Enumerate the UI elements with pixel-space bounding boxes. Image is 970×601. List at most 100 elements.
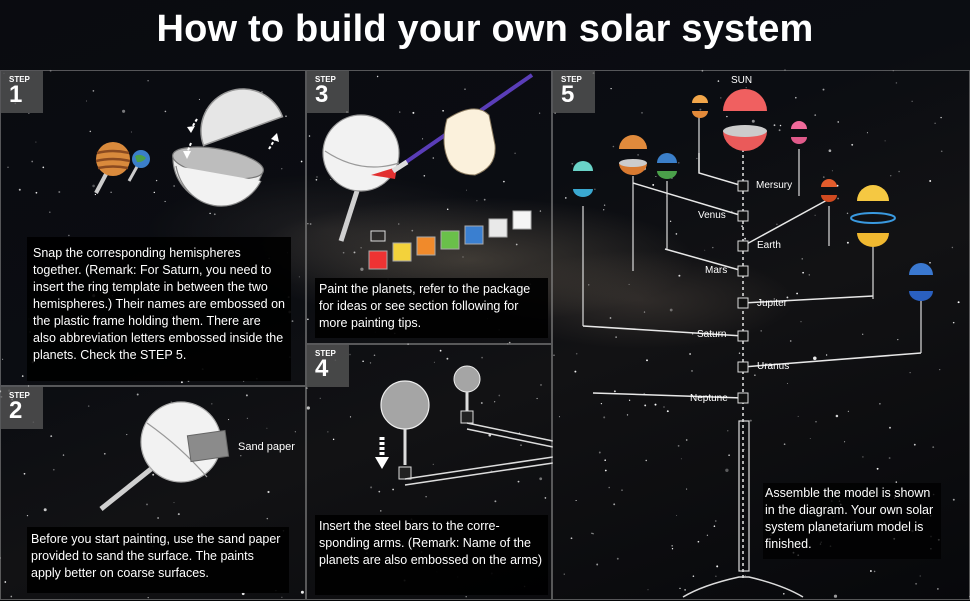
star xyxy=(126,434,128,436)
star xyxy=(155,179,158,182)
star xyxy=(306,406,310,410)
star xyxy=(285,115,287,118)
star xyxy=(897,338,899,341)
star xyxy=(717,80,720,82)
star xyxy=(932,446,935,448)
star xyxy=(809,437,811,440)
star xyxy=(831,170,833,172)
uranus-icon xyxy=(573,161,593,197)
star xyxy=(464,88,466,90)
paint-jars xyxy=(368,210,532,270)
star xyxy=(62,454,65,456)
star xyxy=(433,361,435,363)
star xyxy=(837,121,839,123)
star xyxy=(699,108,702,111)
star xyxy=(92,90,95,92)
star xyxy=(715,575,717,577)
star xyxy=(157,517,160,519)
star xyxy=(919,575,921,577)
star xyxy=(446,208,449,211)
star xyxy=(307,318,309,321)
star xyxy=(58,191,61,193)
star xyxy=(647,589,649,591)
star xyxy=(697,540,700,543)
star xyxy=(869,570,872,572)
star xyxy=(432,157,435,159)
star xyxy=(373,354,376,357)
earth-icon xyxy=(657,153,677,179)
star xyxy=(678,274,681,277)
star xyxy=(353,251,356,254)
hand-icon xyxy=(443,108,496,176)
star xyxy=(483,198,486,201)
star xyxy=(915,582,918,585)
star xyxy=(412,111,415,114)
step-3-caption: Paint the planets, refer to the package … xyxy=(315,278,548,338)
star xyxy=(608,486,610,489)
star xyxy=(211,403,213,405)
star xyxy=(645,459,647,462)
star xyxy=(754,374,756,376)
star xyxy=(743,448,745,450)
star xyxy=(776,223,778,226)
star xyxy=(575,499,577,502)
star xyxy=(789,340,792,342)
star xyxy=(316,176,318,178)
star xyxy=(686,488,688,490)
star xyxy=(147,79,149,82)
star xyxy=(814,114,817,116)
star xyxy=(677,161,680,164)
star xyxy=(177,513,180,516)
step-4-label: STEP xyxy=(315,349,336,358)
label-mars: Mars xyxy=(705,265,728,276)
star xyxy=(209,212,211,215)
star xyxy=(610,87,612,90)
star xyxy=(613,390,616,393)
label-sun: SUN xyxy=(731,75,753,86)
star xyxy=(432,463,434,466)
star xyxy=(643,311,646,313)
star xyxy=(442,109,444,112)
star xyxy=(888,457,891,459)
star xyxy=(669,308,673,312)
star xyxy=(704,249,706,251)
star xyxy=(564,197,567,199)
star xyxy=(360,247,362,249)
sandpaper-label: Sand paper xyxy=(238,441,295,453)
star xyxy=(308,135,311,137)
mercury-icon xyxy=(692,95,708,118)
star xyxy=(813,356,817,361)
star xyxy=(103,452,106,455)
star xyxy=(836,184,839,187)
label-jupiter: Jupiter xyxy=(757,298,788,309)
star xyxy=(862,456,864,458)
star xyxy=(796,292,798,295)
star xyxy=(745,87,747,89)
star xyxy=(42,166,45,169)
star xyxy=(392,488,394,491)
star xyxy=(399,111,401,113)
planet-ball-a xyxy=(380,380,430,430)
star xyxy=(801,258,803,260)
star xyxy=(929,261,931,264)
star xyxy=(680,458,682,460)
star xyxy=(291,320,294,322)
star xyxy=(691,369,693,372)
star xyxy=(760,330,763,332)
star xyxy=(675,233,678,235)
star xyxy=(503,180,505,183)
star xyxy=(628,283,630,285)
star xyxy=(616,557,619,560)
top-hemisphere xyxy=(200,88,284,147)
star xyxy=(637,153,640,156)
star xyxy=(592,533,594,535)
star xyxy=(738,352,741,354)
star xyxy=(360,267,364,271)
star xyxy=(515,243,518,246)
star xyxy=(246,417,249,419)
step-4-caption: Insert the steel bars to the corre-spond… xyxy=(315,515,548,595)
star xyxy=(398,223,400,225)
star xyxy=(596,563,599,566)
star xyxy=(744,237,747,240)
step-3-badge: STEP 3 xyxy=(307,71,349,113)
